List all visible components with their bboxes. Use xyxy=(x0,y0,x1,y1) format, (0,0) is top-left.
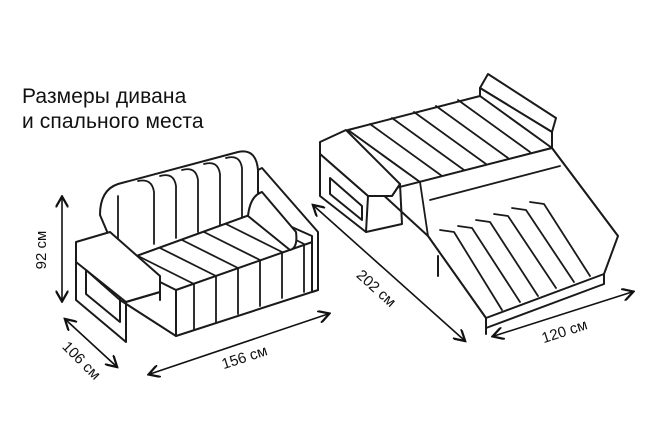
title-line-1: Размеры дивана xyxy=(22,85,187,108)
bed-length-arrow xyxy=(314,206,464,340)
depth-arrow xyxy=(66,320,116,366)
bed-length-label: 202 см xyxy=(353,267,399,311)
sofa-folded-drawing xyxy=(75,150,319,343)
width-label: 156 см xyxy=(220,342,270,373)
title-line-2: и спального места xyxy=(22,110,204,133)
dim-arrows-right xyxy=(314,206,632,340)
bed-width-label: 120 см xyxy=(540,316,590,347)
dim-arrows-left xyxy=(62,198,328,374)
diagram-title: Размеры дивана и спального места xyxy=(22,84,204,134)
depth-label: 106 см xyxy=(59,338,104,383)
bed-width-arrow xyxy=(494,292,632,336)
height-label: 92 см xyxy=(33,231,50,270)
sofa-pillow xyxy=(247,191,298,251)
width-arrow xyxy=(150,314,328,374)
sofa-unfolded-drawing xyxy=(319,73,619,335)
